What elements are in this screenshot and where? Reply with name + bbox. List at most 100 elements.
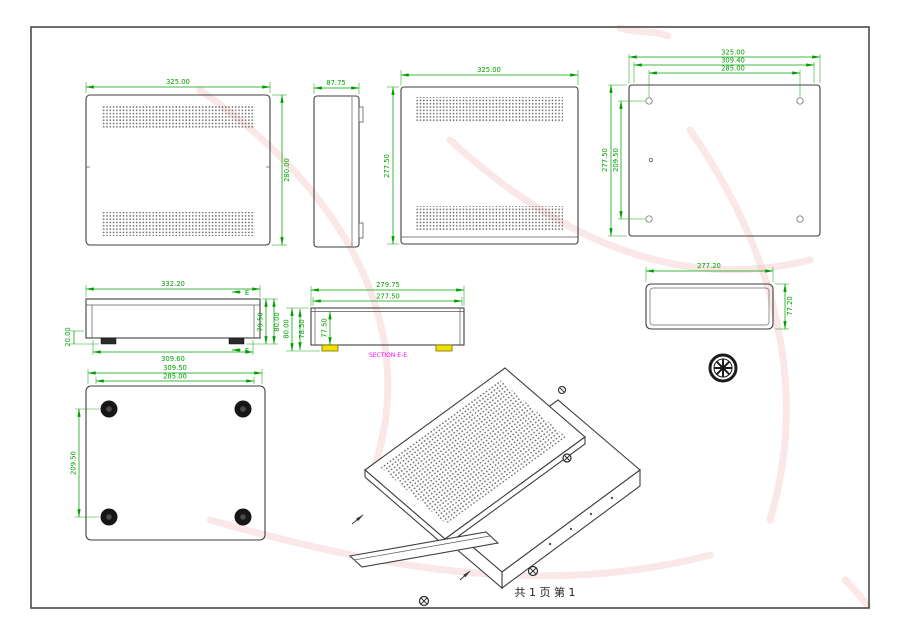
- view-front-elevation: E E 332.20 20.00 79.50 80.00 309.: [64, 280, 281, 363]
- dim-rear-width-outer: 325.00: [628, 49, 821, 83]
- dim-rear-strip-width: 277.20: [645, 262, 774, 282]
- view-side-panel: 87.75: [313, 79, 364, 248]
- dim-text: 309.40: [721, 57, 745, 65]
- dim-text: 78.50: [298, 319, 306, 338]
- dim-section-width-outer: 279.75: [310, 281, 465, 306]
- wheel-part: [708, 353, 738, 383]
- dim-rear-height-outer: 277.50: [601, 84, 627, 237]
- watermark: [196, 24, 872, 610]
- dim-text: 77.50: [321, 318, 329, 337]
- top-cover-exploded: [364, 367, 586, 548]
- dim-text: 277.50: [383, 154, 391, 178]
- vent-band-bottom: [101, 212, 255, 236]
- section-outline: [310, 307, 465, 346]
- view-top-cover: 325.00 280.00: [85, 78, 291, 246]
- dim-text: 280.00: [283, 158, 291, 182]
- footer-page-label: 共 1 页 第 1: [515, 585, 576, 599]
- dim-side-panel-width: 87.75: [313, 79, 360, 94]
- screw-hole: [796, 215, 804, 223]
- dim-text: 309.50: [163, 364, 187, 372]
- view-rear-panel: 325.00 309.40 285.00 277.50 209.50: [601, 49, 821, 237]
- dim-text: 277.50: [601, 148, 609, 172]
- screw-hole: [796, 97, 804, 105]
- bottom-panel-outline: [85, 385, 266, 541]
- dim-front-elevation-width: 332.20: [85, 280, 261, 297]
- vent-band-top: [101, 105, 255, 129]
- view-bottom-panel: 309.50 285.00 209.50: [70, 364, 266, 541]
- dim-top-cover-height: 280.00: [272, 94, 291, 246]
- view-front-panel: 325.00 277.50: [383, 66, 579, 245]
- foot-highlighted: [321, 344, 339, 352]
- dim-text: 325.00: [166, 78, 190, 86]
- screw-fastener: [527, 565, 539, 577]
- dim-text: 20.00: [64, 327, 72, 346]
- front-elevation-outline: [85, 298, 261, 339]
- dim-section-width-inner: 277.50: [312, 293, 463, 306]
- dim-front-panel-width: 325.00: [400, 66, 579, 85]
- dim-text: 209.50: [612, 148, 620, 172]
- screw-hole: [645, 97, 653, 105]
- dim-text: 325.00: [477, 66, 501, 74]
- drawing-border: [30, 26, 870, 609]
- dim-text: 79.50: [257, 312, 265, 331]
- dim-text: 80.00: [283, 319, 291, 338]
- dim-front-panel-height: 277.50: [383, 86, 399, 245]
- clip-tab: [358, 222, 364, 239]
- dim-text: 279.75: [376, 281, 400, 289]
- dim-bottom-width-inner: 285.00: [95, 373, 255, 384]
- rubber-foot: [100, 337, 117, 345]
- section-marker-letter: E: [245, 289, 249, 297]
- screw-fastener: [562, 453, 572, 463]
- screw-fastener: [418, 595, 430, 607]
- dim-text: 309.60: [161, 355, 185, 363]
- foot-pad: [100, 400, 118, 418]
- dim-text: 87.75: [326, 79, 345, 87]
- rear-panel-outline: [628, 84, 821, 237]
- dim-bottom-width-outer: 309.50: [87, 364, 263, 384]
- view-section-ee: 279.75 277.50 80.00 78.50 77.50 SECTION …: [283, 281, 465, 359]
- pilot-hole: [649, 158, 653, 162]
- foot-highlighted: [435, 344, 453, 352]
- dim-text: 277.50: [376, 293, 400, 301]
- view-isometric-exploded: [348, 367, 641, 607]
- dim-front-elevation-bottom: 309.60: [92, 340, 254, 363]
- dim-bottom-height: 209.50: [70, 408, 99, 518]
- assembly-arrow: [351, 514, 364, 525]
- assembly-arrow: [459, 570, 471, 581]
- dim-section-heights: 80.00 78.50 77.50: [283, 307, 332, 352]
- dim-text: 332.20: [161, 280, 185, 288]
- screw-fastener: [557, 385, 567, 395]
- dim-top-cover-width: 325.00: [85, 78, 271, 93]
- side-panel-outline: [313, 95, 360, 248]
- front-panel-outline: [400, 86, 579, 245]
- top-cover-outline: [85, 94, 271, 246]
- dim-text: 277.20: [697, 262, 721, 270]
- clip-tab: [358, 106, 364, 123]
- wheel-hub: [720, 365, 726, 371]
- dim-text: 77.20: [786, 296, 794, 315]
- dim-rear-width-inner: 285.00: [648, 65, 801, 97]
- dim-text: 325.00: [721, 49, 745, 57]
- dim-front-elevation-right: 79.50 80.00: [246, 298, 281, 345]
- dim-front-elevation-left: 20.00: [64, 327, 99, 347]
- dim-text: 80.00: [273, 312, 281, 331]
- dim-rear-height-inner: 209.50: [612, 100, 645, 220]
- foot-pad: [234, 508, 252, 526]
- dim-text: 209.50: [70, 451, 78, 475]
- section-label: SECTION E-E: [369, 352, 407, 359]
- dim-text: 285.00: [163, 373, 187, 381]
- rubber-foot: [228, 337, 245, 345]
- screw-hole: [645, 215, 653, 223]
- front-rail: [348, 531, 500, 568]
- dim-rear-strip-height: 77.20: [775, 283, 794, 330]
- vent-band-bottom: [416, 206, 563, 231]
- foot-pad: [234, 400, 252, 418]
- foot-pad: [100, 508, 118, 526]
- rear-strip-outline: [645, 283, 774, 330]
- vent-pattern-iso: [380, 380, 566, 524]
- dim-rear-width-mid: 309.40: [633, 57, 815, 83]
- vent-band-top: [416, 97, 563, 122]
- dim-text: 285.00: [721, 65, 745, 73]
